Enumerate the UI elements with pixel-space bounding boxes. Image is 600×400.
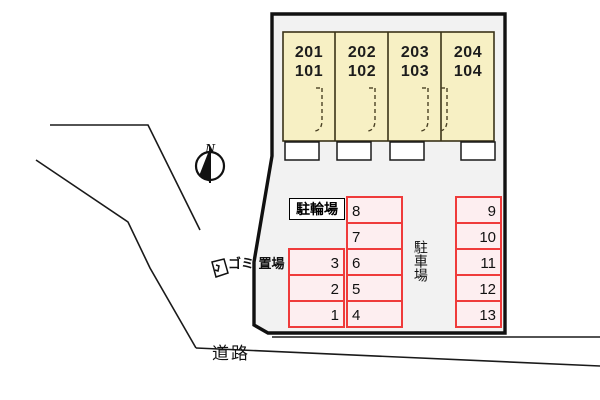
stall-number-4: 4 <box>352 307 361 324</box>
stall-number-2: 2 <box>330 281 339 298</box>
bicycle-parking-label: 駐輪場 <box>289 198 345 220</box>
garbage-enclosure-icon <box>211 258 229 278</box>
stall-2 <box>288 274 345 302</box>
unit-label-202-102: 202 102 <box>339 44 385 82</box>
parking-stalls <box>288 196 502 328</box>
garbage-area-label: ゴミ 置場 <box>228 257 285 272</box>
stall-number-1: 1 <box>330 307 339 324</box>
stall-4 <box>346 300 403 328</box>
unit-label-204-104: 204 104 <box>445 44 491 82</box>
stall-number-6: 6 <box>352 255 361 272</box>
unit-label-201-101: 201 101 <box>286 44 332 82</box>
stall-3 <box>288 248 345 276</box>
compass-needle-dark <box>199 148 210 182</box>
entrance-porches <box>284 141 496 161</box>
unit-upper-floor: 203 <box>400 44 430 61</box>
stall-8 <box>346 196 403 224</box>
stall-6 <box>346 248 403 276</box>
road-label: 道路 <box>212 344 250 364</box>
unit-lower-floor: 101 <box>294 62 324 80</box>
compass-rose <box>194 147 226 183</box>
unit-lower-floor: 104 <box>453 62 483 80</box>
stall-11 <box>455 248 502 276</box>
site-outline <box>252 12 507 335</box>
car-parking-text: 駐車場 <box>411 240 428 282</box>
stall-number-13: 13 <box>479 307 496 324</box>
stall-number-3: 3 <box>330 255 339 272</box>
unit-upper-floor: 202 <box>347 44 377 61</box>
porch-103 <box>389 141 425 161</box>
stall-10 <box>455 222 502 250</box>
stall-number-7: 7 <box>352 229 361 246</box>
stall-number-9: 9 <box>487 203 496 220</box>
stall-number-10: 10 <box>479 229 496 246</box>
stall-7 <box>346 222 403 250</box>
stall-number-5: 5 <box>352 281 361 298</box>
unit-upper-floor: 201 <box>294 44 324 61</box>
stall-number-11: 11 <box>480 255 496 272</box>
stall-number-12: 12 <box>479 281 496 298</box>
road-boundary-lines <box>35 124 600 367</box>
unit-lower-floor: 103 <box>400 62 430 80</box>
unit-label-203-103: 203 103 <box>392 44 438 82</box>
porch-104 <box>460 141 496 161</box>
stall-13 <box>455 300 502 328</box>
porch-101 <box>284 141 320 161</box>
unit-lower-floor: 102 <box>347 62 377 80</box>
unit-upper-floor: 204 <box>453 44 483 61</box>
compass-north-label: N <box>205 142 216 157</box>
car-parking-label: 駐車場 <box>410 240 428 287</box>
stall-number-8: 8 <box>352 203 361 220</box>
stair-symbols <box>314 87 448 132</box>
porch-102 <box>336 141 372 161</box>
stall-1 <box>288 300 345 328</box>
apartment-building <box>282 31 496 161</box>
